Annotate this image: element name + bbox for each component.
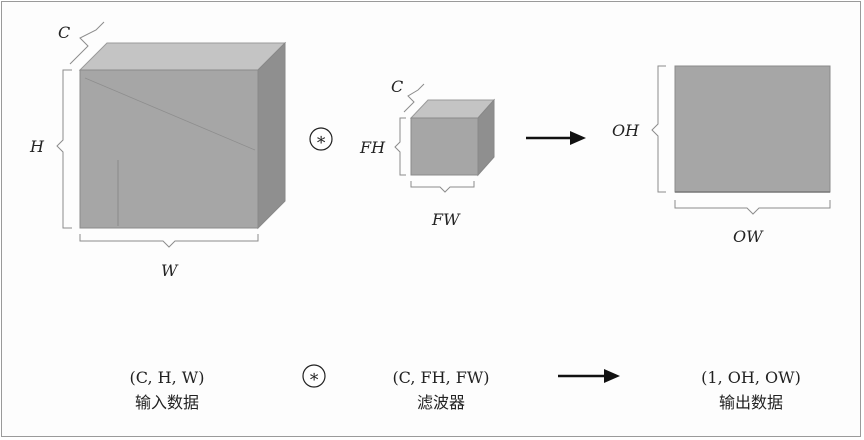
- input-block-front: [79, 69, 259, 229]
- filter-height-label: FH: [359, 138, 386, 157]
- output-block-front: [674, 65, 831, 193]
- input-height-bracket: [56, 69, 72, 229]
- filter-width-bracket: [410, 181, 475, 193]
- input-block-top: [78, 42, 287, 71]
- output-width-bracket: [674, 200, 831, 215]
- svg-text:∗: ∗: [308, 367, 320, 387]
- output-width-label: OW: [733, 227, 764, 246]
- filter-label-caption: 滤波器: [417, 393, 465, 412]
- filter-channel-label: C: [391, 77, 403, 96]
- filter-block-front: [410, 117, 479, 176]
- filter-height-bracket: [394, 117, 406, 176]
- input-width-bracket: [79, 234, 259, 248]
- filter-shape-caption: (C, FH, FW): [392, 368, 489, 387]
- output-shape-caption: (1, OH, OW): [701, 368, 801, 387]
- convolution-operator-icon: ∗: [309, 127, 333, 151]
- caption-arrow-icon: [558, 369, 620, 383]
- output-height-label: OH: [612, 121, 640, 140]
- caption-operator-icon: ∗: [302, 364, 326, 388]
- input-block: [78, 41, 287, 230]
- input-channel-label: C: [58, 23, 70, 42]
- output-label-caption: 输出数据: [719, 393, 783, 412]
- output-block: [674, 65, 831, 193]
- input-label-caption: 输入数据: [135, 393, 199, 412]
- input-block-side: [257, 41, 286, 230]
- filter-channel-bracket: [403, 83, 425, 113]
- input-channel-bracket: [69, 21, 105, 65]
- result-arrow-icon: [526, 131, 586, 145]
- input-width-label: W: [161, 261, 179, 280]
- output-height-bracket: [651, 65, 666, 193]
- svg-text:∗: ∗: [315, 130, 327, 150]
- filter-block: [409, 98, 496, 177]
- input-height-label: H: [29, 137, 45, 156]
- filter-width-label: FW: [431, 210, 461, 229]
- input-shape-caption: (C, H, W): [130, 368, 205, 387]
